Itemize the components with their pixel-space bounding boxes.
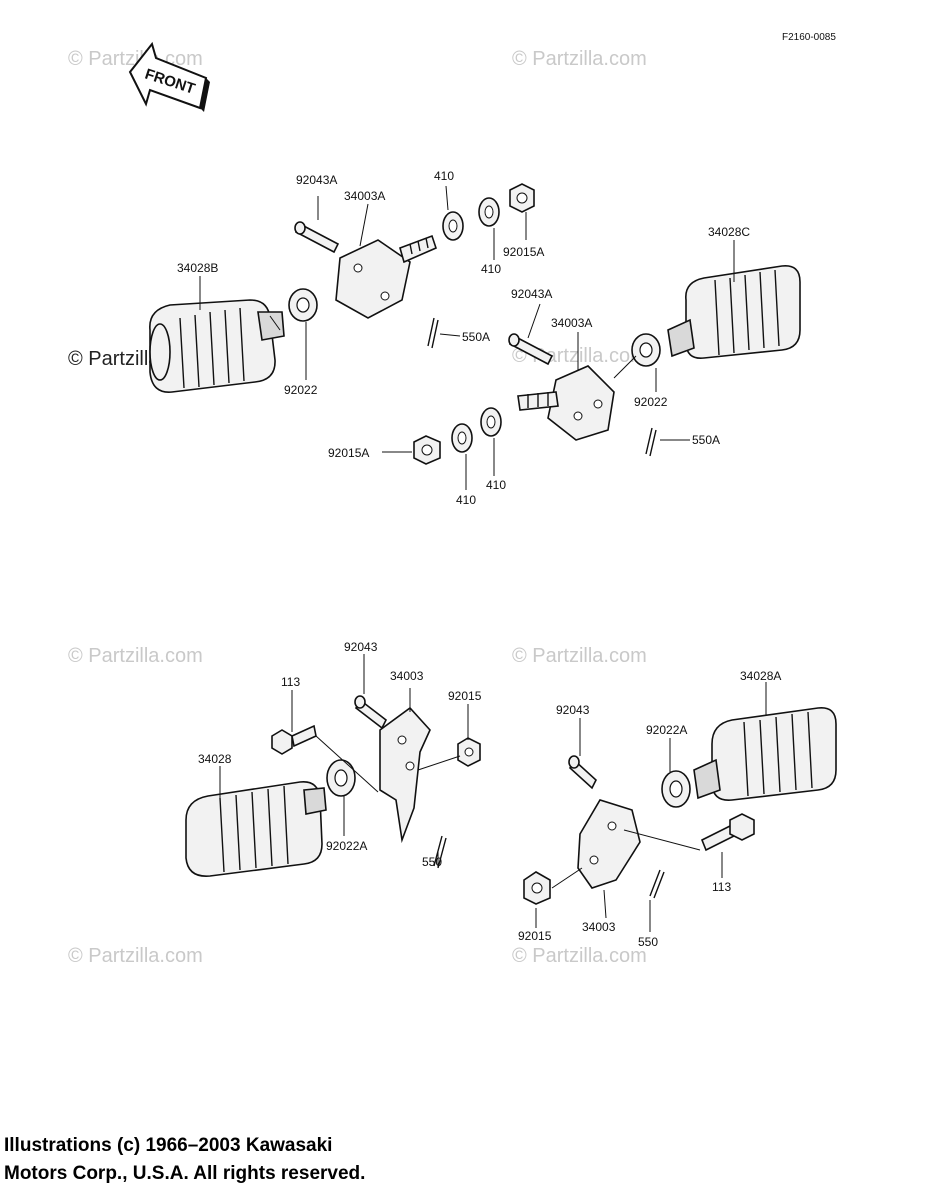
- label-92022: 92022: [284, 383, 318, 397]
- front-arrow-icon: FRONT: [128, 41, 210, 112]
- bottom-right-bracket-34003: [577, 799, 641, 889]
- label-34028B: 34028B: [177, 261, 218, 275]
- bottom-right-pin-92043: [568, 755, 597, 790]
- bottom-left-cotter-550: [433, 835, 447, 869]
- label-92043: 92043: [556, 703, 590, 717]
- bottom-right-cotter-550: [649, 869, 665, 899]
- copyright-notice: Illustrations (c) 1966–2003 Kawasaki Mot…: [4, 1132, 604, 1188]
- watermark: © Partzilla.com: [68, 945, 203, 967]
- label-113: 113: [281, 675, 300, 689]
- top-left-footpeg: [149, 299, 285, 393]
- label-34028: 34028: [198, 752, 232, 766]
- label-92022A: 92022A: [646, 723, 687, 737]
- bottom-left-nut-92015: [457, 737, 481, 767]
- bottom-left-washer-92022A: [326, 759, 356, 797]
- top-right-bracket-34003A: [517, 365, 615, 441]
- bottom-left-footpeg: [185, 781, 327, 877]
- top-left-bracket-34003A: [335, 234, 437, 319]
- label-550: 550: [638, 935, 658, 949]
- label-92043: 92043: [344, 640, 378, 654]
- top-right-cotter-550A: [645, 427, 657, 457]
- label-410: 410: [434, 169, 454, 183]
- label-410: 410: [456, 493, 476, 507]
- label-92015A: 92015A: [328, 446, 369, 460]
- label-34028A: 34028A: [740, 669, 781, 683]
- bottom-left-bolt-113: [271, 724, 317, 755]
- bottom-right-washer-92022A: [661, 770, 691, 808]
- label-34003A: 34003A: [551, 316, 592, 330]
- label-34028C: 34028C: [708, 225, 750, 239]
- label-92015A: 92015A: [503, 245, 544, 259]
- label-92043A: 92043A: [511, 287, 552, 301]
- top-right-nut-92015A: [413, 435, 441, 465]
- bottom-left-pin-92043: [354, 695, 388, 730]
- label-92015: 92015: [518, 929, 552, 943]
- copyright-line-2: Motors Corp., U.S.A. All rights reserved…: [4, 1163, 366, 1184]
- top-right-footpeg: [667, 265, 801, 359]
- label-410: 410: [486, 478, 506, 492]
- top-left-nut-92015A: [509, 183, 535, 213]
- label-92022: 92022: [634, 395, 668, 409]
- bottom-left-bracket-34003: [379, 706, 431, 844]
- watermark: © Partzilla.com: [68, 645, 203, 667]
- watermark: © Partzilla.com: [512, 48, 647, 70]
- label-92022A: 92022A: [326, 839, 367, 853]
- top-right-washer-92022: [631, 333, 661, 367]
- top-left-cotter-550A: [427, 317, 439, 349]
- label-34003A: 34003A: [344, 189, 385, 203]
- label-34003: 34003: [582, 920, 616, 934]
- label-92043A: 92043A: [296, 173, 337, 187]
- bottom-right-bolt-113: [700, 813, 755, 852]
- label-550A: 550A: [462, 330, 490, 344]
- label-113: 113: [712, 880, 731, 894]
- top-right-pin-92043A: [508, 333, 554, 366]
- label-550: 550: [422, 855, 442, 869]
- label-92015: 92015: [448, 689, 482, 703]
- label-34003: 34003: [390, 669, 424, 683]
- top-left-washer-92022: [288, 288, 318, 322]
- label-410: 410: [481, 262, 501, 276]
- watermark: © Partzilla.com: [512, 645, 647, 667]
- top-left-washers-410: [442, 197, 500, 241]
- watermark: © Partzilla.com: [512, 945, 647, 967]
- top-left-pin-92043A: [294, 221, 340, 254]
- top-right-washers-410: [451, 407, 502, 453]
- figure-code: F2160-0085: [782, 32, 836, 43]
- bottom-right-footpeg: [693, 707, 837, 801]
- copyright-line-1: Illustrations (c) 1966–2003 Kawasaki: [4, 1135, 333, 1156]
- bottom-right-nut-92015: [523, 871, 551, 905]
- label-550A: 550A: [692, 433, 720, 447]
